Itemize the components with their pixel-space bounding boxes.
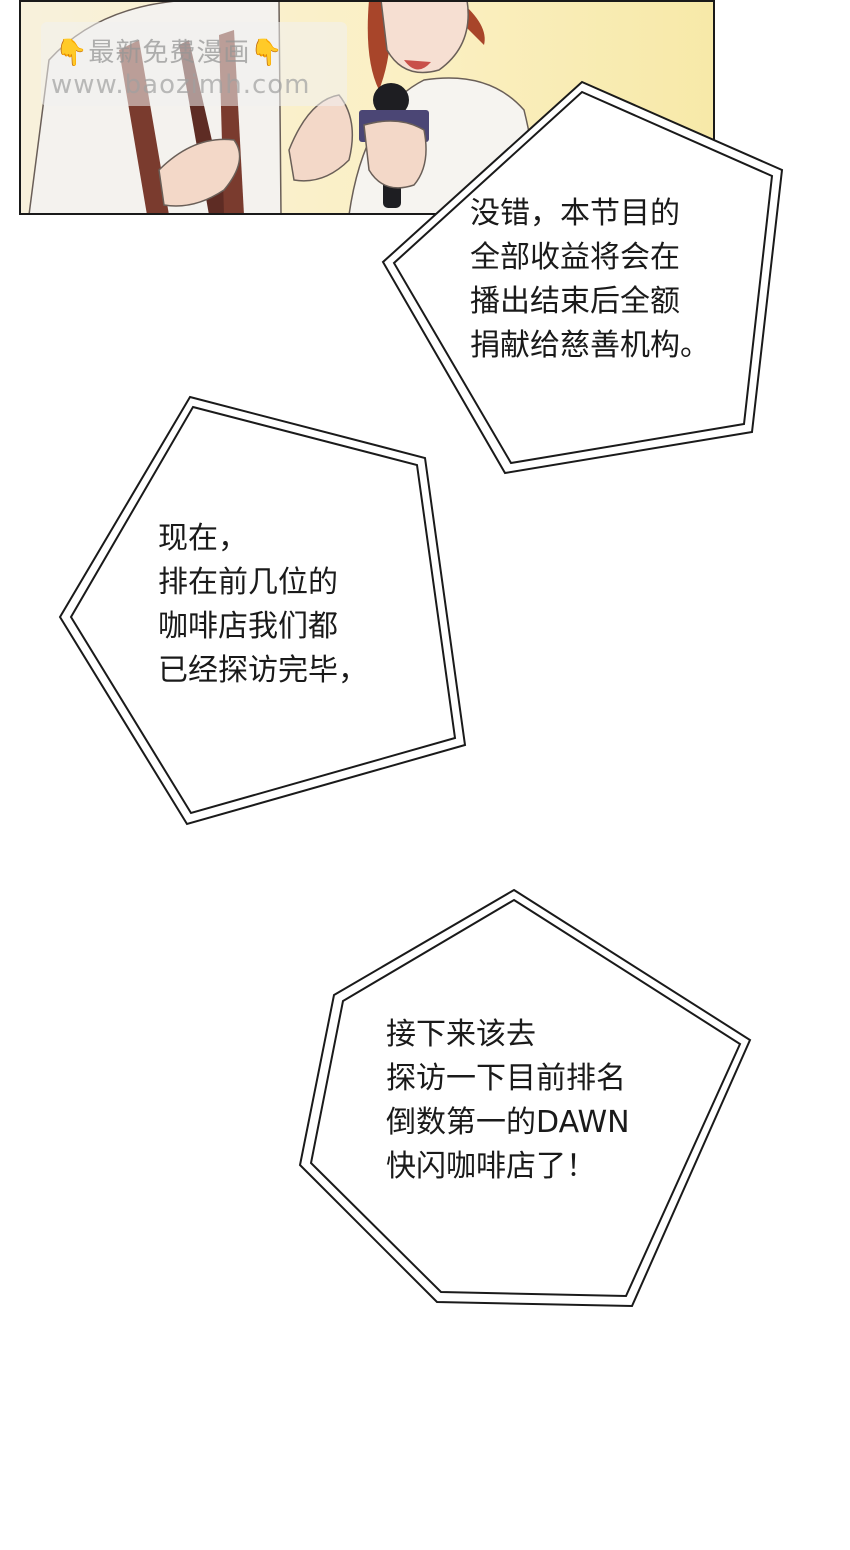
- dialogue-line: 全部收益将会在: [470, 240, 680, 275]
- watermark: 👇最新免费漫画👇 www.baozimh.com: [41, 22, 347, 106]
- watermark-line1: 👇最新免费漫画👇: [55, 32, 284, 69]
- pointing-down-icon: 👇: [250, 38, 284, 68]
- speech-balloon-1-inner: [392, 90, 774, 465]
- dialogue-line: 现在，: [158, 521, 248, 556]
- pointing-down-icon: 👇: [55, 38, 89, 68]
- dialogue-line: 快闪咖啡店了！: [386, 1149, 596, 1184]
- speech-balloon-3-inner: [309, 898, 742, 1298]
- dialogue-line: 倒数第一的DAWN: [386, 1105, 630, 1140]
- dialogue-line: 接下来该去: [386, 1017, 536, 1052]
- dialogue-line: 捐献给慈善机构。: [470, 328, 710, 363]
- dialogue-line: 已经探访完毕，: [158, 653, 368, 688]
- dialogue-line: 咖啡店我们都: [158, 609, 338, 644]
- dialogue-line: 播出结束后全额: [470, 284, 680, 319]
- speech-balloon-2-inner: [69, 405, 457, 815]
- speech-balloon-1-outer: [381, 80, 784, 475]
- speech-balloon-3-outer: [298, 888, 752, 1308]
- watermark-url: www.baozimh.com: [51, 70, 311, 100]
- watermark-title: 最新免费漫画: [88, 38, 251, 68]
- speech-balloon-2-text: 现在， 排在前几位的 咖啡店我们都 已经探访完毕，: [158, 517, 368, 693]
- speech-balloon-1-text: 没错，本节目的 全部收益将会在 播出结束后全额 捐献给慈善机构。: [470, 192, 710, 368]
- dialogue-line: 排在前几位的: [158, 565, 338, 600]
- dialogue-line: 没错，本节目的: [470, 196, 680, 231]
- speech-balloon-3-text: 接下来该去 探访一下目前排名 倒数第一的DAWN 快闪咖啡店了！: [386, 1013, 630, 1189]
- speech-balloon-2-outer: [58, 395, 467, 826]
- dialogue-line: 探访一下目前排名: [386, 1061, 626, 1096]
